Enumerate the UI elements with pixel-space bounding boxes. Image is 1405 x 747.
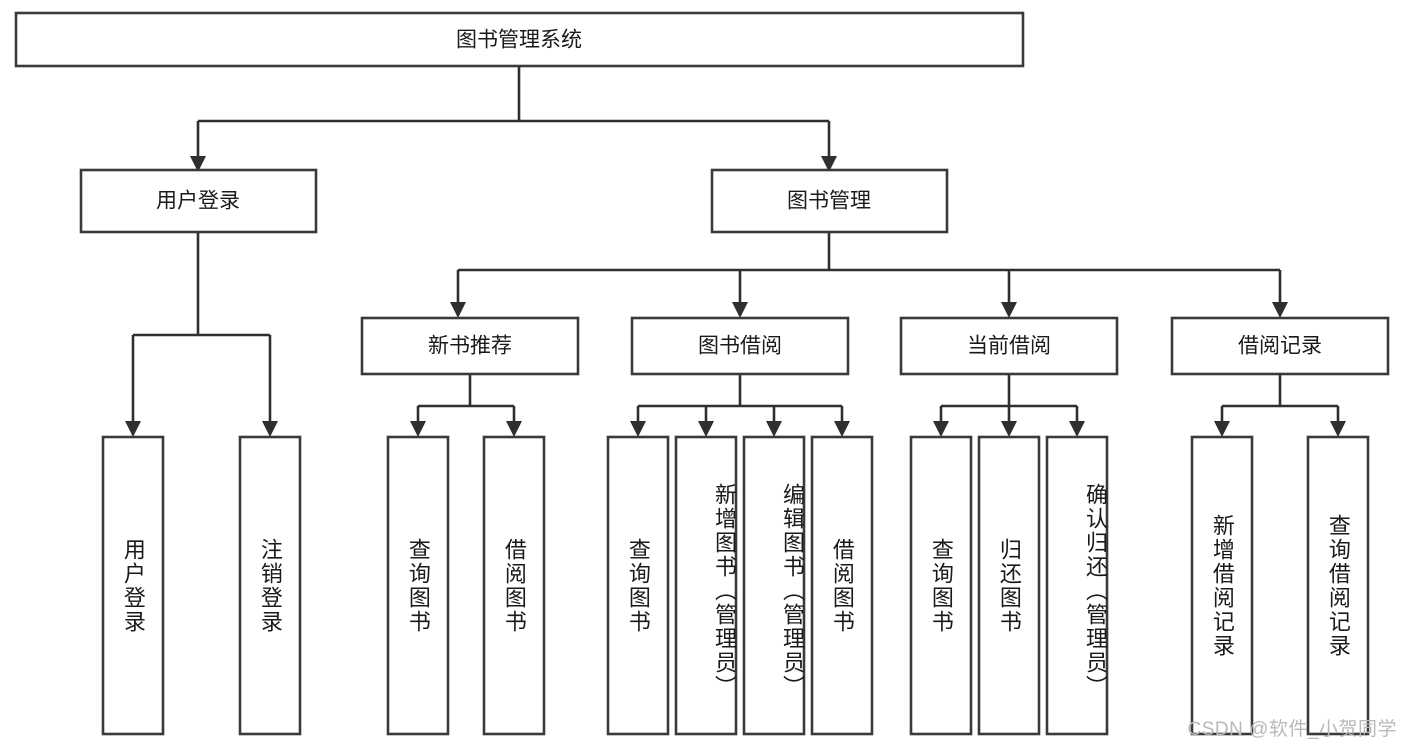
- leaf-label-add-record: 新增借阅记录: [1209, 513, 1235, 658]
- node-root[interactable]: 图书管理系统: [14, 11, 1025, 68]
- leaf-box-query-book-3[interactable]: [909, 435, 973, 736]
- leaf-label-add-book: 新增图书（管理员）: [712, 482, 737, 699]
- node-new-book-recommend-label: 新书推荐: [428, 335, 512, 358]
- leaf-box-add-record[interactable]: [1190, 435, 1254, 736]
- node-book-manage-label: 图书管理: [787, 190, 871, 213]
- leaf-box-query-record[interactable]: [1306, 435, 1370, 736]
- leaf-label-user-login: 用户登录: [120, 537, 146, 634]
- node-borrow-record[interactable]: 借阅记录: [1170, 316, 1390, 376]
- leaf-label-logout-login: 注销登录: [257, 537, 283, 634]
- leaf-label-edit-book: 编辑图书（管理员）: [780, 482, 805, 699]
- node-new-book-recommend[interactable]: 新书推荐: [360, 316, 580, 376]
- connector-book-borrow-branch: [630, 374, 850, 437]
- leaf-box-edit-book[interactable]: [742, 435, 806, 736]
- connector-user-login-branch: [125, 232, 278, 437]
- node-root-label: 图书管理系统: [456, 29, 582, 52]
- node-book-borrow-label: 图书借阅: [698, 335, 782, 358]
- leaf-label-query-book-3: 查询图书: [928, 537, 954, 634]
- node-borrow-record-label: 借阅记录: [1238, 335, 1322, 358]
- leaf-label-return-book: 归还图书: [996, 537, 1022, 634]
- leaf-label-borrow-book-1: 借阅图书: [501, 537, 527, 634]
- node-current-borrow-label: 当前借阅: [967, 335, 1051, 358]
- node-book-borrow[interactable]: 图书借阅: [630, 316, 850, 376]
- leaf-label-query-record: 查询借阅记录: [1325, 513, 1351, 658]
- connector-new-book-branch: [410, 374, 522, 437]
- leaf-box-query-book-2[interactable]: [606, 435, 670, 736]
- connector-book-manage-branch: [450, 232, 1288, 318]
- csdn-watermark: CSDN @软件_小贺同学: [1187, 719, 1397, 740]
- leaf-label-query-book-2: 查询图书: [625, 537, 651, 634]
- leaf-box-user-login[interactable]: [101, 435, 165, 736]
- leaf-box-borrow-book-1[interactable]: [482, 435, 546, 736]
- leaf-box-confirm-return[interactable]: [1045, 435, 1109, 736]
- connector-current-borrow-branch: [933, 374, 1085, 437]
- leaf-box-logout-login[interactable]: [238, 435, 302, 736]
- leaf-box-return-book[interactable]: [977, 435, 1041, 736]
- leaf-label-query-book-1: 查询图书: [405, 537, 431, 634]
- connector-borrow-record-branch: [1214, 374, 1346, 437]
- node-current-borrow[interactable]: 当前借阅: [899, 316, 1119, 376]
- leaf-box-query-book-1[interactable]: [386, 435, 450, 736]
- node-book-manage[interactable]: 图书管理: [710, 168, 949, 234]
- connector-root-trunk: [190, 66, 837, 172]
- node-user-login[interactable]: 用户登录: [79, 168, 318, 234]
- leaf-box-borrow-book-2[interactable]: [810, 435, 874, 736]
- leaf-label-borrow-book-2: 借阅图书: [829, 537, 855, 634]
- node-user-login-label: 用户登录: [156, 190, 240, 213]
- leaf-label-confirm-return: 确认归还（管理员）: [1083, 482, 1108, 699]
- leaf-box-add-book[interactable]: [674, 435, 738, 736]
